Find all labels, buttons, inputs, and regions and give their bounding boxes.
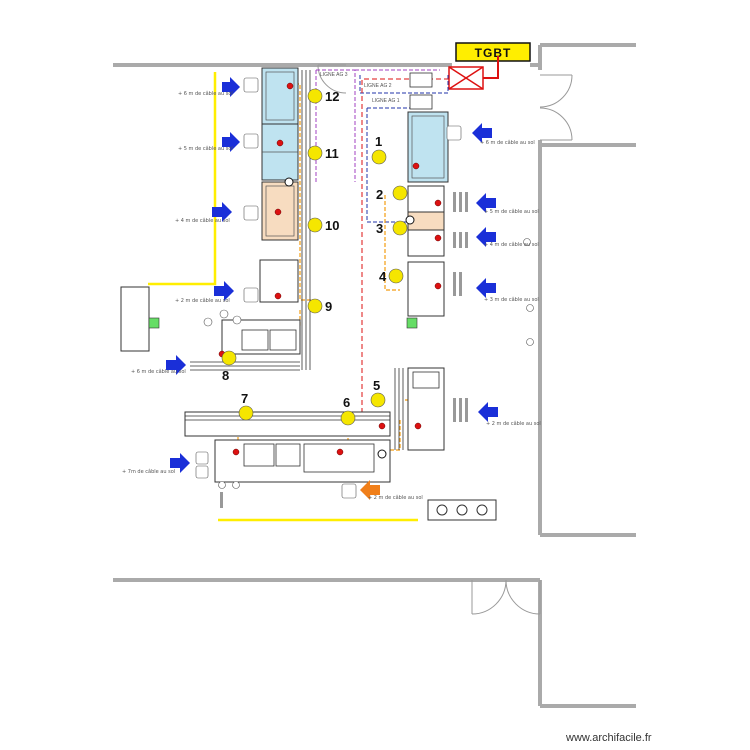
- number-11: 11: [325, 146, 339, 161]
- watermark: www.archifacile.fr: [565, 732, 652, 744]
- line-ag1: [366, 107, 410, 223]
- yellow-markers: [221, 88, 408, 426]
- junction-markers: [284, 177, 415, 459]
- cable-label-4: + 3 m de câble au sol: [484, 296, 539, 303]
- yellow-cables: [148, 72, 418, 522]
- tgbt-label: TGBT: [475, 46, 512, 60]
- sockets: [195, 77, 534, 499]
- red-dots: [218, 82, 442, 456]
- equipment-8[interactable]: [221, 319, 301, 355]
- equipment-5[interactable]: [407, 367, 445, 451]
- number-12: 12: [325, 89, 339, 104]
- line-ag3: [315, 69, 440, 182]
- tgbt-box: [448, 56, 499, 90]
- number-8: 8: [222, 368, 229, 383]
- cable-label-9: + 2 m de câble au sol: [175, 297, 230, 304]
- number-1: 1: [375, 134, 382, 149]
- ligne-ag2-label: LIGNE AG 2: [364, 83, 392, 89]
- station-numbers: 1 2 3 4 5 6 7 8 9 10 11 12: [222, 89, 387, 410]
- arrow-1-icon: [472, 123, 492, 143]
- arrow-9-icon: [214, 281, 234, 301]
- equipment-2[interactable]: [407, 185, 445, 231]
- number-2: 2: [376, 187, 383, 202]
- equipment-top-right: [409, 72, 433, 110]
- cable-label-8: + 6 m de câble au sol: [131, 368, 186, 375]
- cable-label-10: + 4 m de câble au sol: [175, 217, 230, 224]
- door-right: [539, 74, 573, 141]
- equipment-12[interactable]: [261, 67, 299, 125]
- arrows-left: [166, 77, 240, 473]
- arrow-7-icon: [170, 453, 190, 473]
- arrow-3-icon: [476, 227, 496, 247]
- cable-label-7: + 7m de câble au sol: [122, 468, 175, 475]
- number-3: 3: [376, 221, 383, 236]
- arrows-right: [472, 123, 498, 422]
- arrow-12-icon: [222, 77, 240, 97]
- cable-label-12: + 6 m de câble au sol: [178, 90, 233, 97]
- green-box-right: [406, 317, 418, 329]
- number-5: 5: [373, 378, 380, 393]
- arrow-4-icon: [476, 278, 496, 298]
- number-6: 6: [343, 395, 350, 410]
- walls: [113, 43, 636, 708]
- arrow-2-icon: [476, 193, 496, 213]
- number-7: 7: [241, 391, 248, 406]
- ligne-ag3-label: LIGNE AG 3: [320, 72, 348, 78]
- cable-label-6: + 2 m de câble au sol: [368, 494, 423, 501]
- equipment-7-counter[interactable]: [184, 411, 391, 483]
- arrow-5-icon: [478, 402, 498, 422]
- door-top: [317, 64, 347, 94]
- tgbt-panel[interactable]: TGBT: [455, 42, 531, 62]
- cable-trays: [185, 70, 404, 450]
- arrow-6-icon: [360, 480, 380, 500]
- number-4: 4: [379, 269, 387, 284]
- cable-label-5: + 2 m de câble au sol: [486, 420, 541, 427]
- cable-label-1: + 6 m de câble au sol: [480, 139, 535, 146]
- equipment-left-block: [120, 286, 160, 352]
- arrow-10-icon: [212, 202, 232, 222]
- line-ag2: [359, 73, 449, 94]
- door-bottom: [471, 579, 541, 615]
- number-10: 10: [325, 218, 339, 233]
- cable-labels: + 6 m de câble au sol + 5 m de câble au …: [122, 90, 541, 501]
- cable-label-3: + 4 m de câble au sol: [484, 241, 539, 248]
- number-9: 9: [325, 299, 332, 314]
- socket-columns: [220, 192, 468, 508]
- arrow-11-icon: [222, 132, 240, 152]
- cable-label-2: + 5 m de câble au sol: [484, 208, 539, 215]
- equipment-3[interactable]: [407, 229, 445, 257]
- sink-row: [427, 499, 497, 521]
- equipment-1[interactable]: [407, 111, 449, 183]
- cable-label-11: + 5 m de câble au sol: [178, 145, 233, 152]
- ligne-ag1-label: LIGNE AG 1: [372, 98, 400, 104]
- equipment-11[interactable]: [261, 123, 299, 181]
- arrow-8-icon: [166, 355, 186, 375]
